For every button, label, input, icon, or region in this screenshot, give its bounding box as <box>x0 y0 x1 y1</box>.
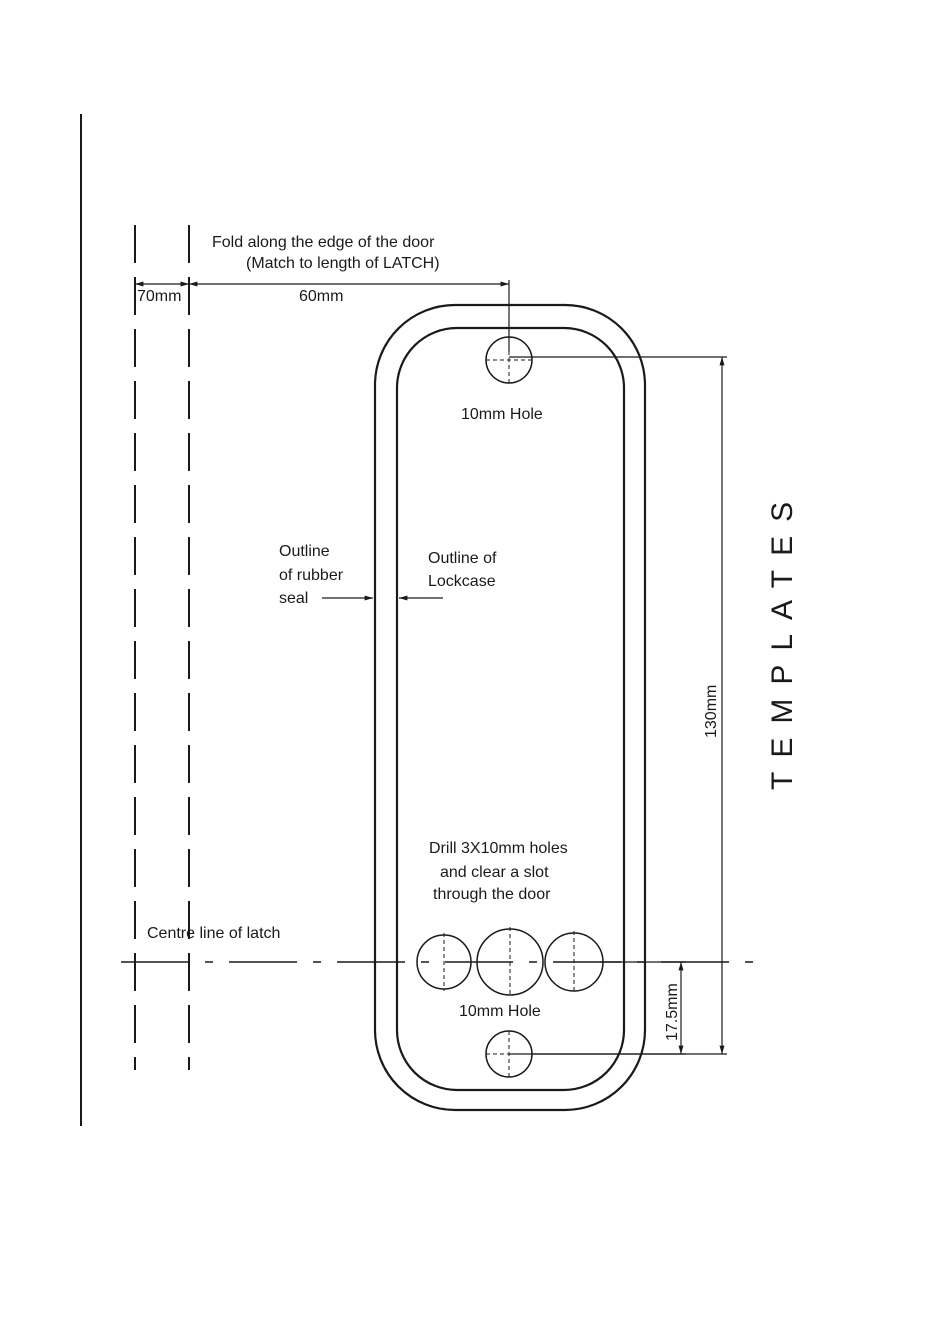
rubber-seal-label-1: Outline <box>279 543 330 560</box>
drill-instruction-2: and clear a slot <box>440 864 549 881</box>
fold-instruction-line1: Fold along the edge of the door <box>212 234 435 251</box>
lockcase-label-1: Outline of <box>428 550 497 567</box>
rubber-seal-label-3: seal <box>279 590 308 607</box>
lockcase-outline <box>397 328 624 1090</box>
dimension-130mm-label: 130mm <box>703 685 720 738</box>
centre-line-label: Centre line of latch <box>147 925 280 942</box>
templates-heading: TEMPLATES <box>766 488 799 790</box>
dimension-60mm-label: 60mm <box>299 288 343 305</box>
dimension-17-5mm-label: 17.5mm <box>664 983 681 1041</box>
bottom-hole-label: 10mm Hole <box>459 1003 541 1020</box>
drill-instruction-3: through the door <box>433 886 551 903</box>
dimension-70mm-label: 70mm <box>137 288 181 305</box>
lockcase-label-2: Lockcase <box>428 573 496 590</box>
fold-instruction-line2: (Match to length of LATCH) <box>246 255 440 272</box>
rubber-seal-outline <box>375 305 645 1110</box>
drill-instruction-1: Drill 3X10mm holes <box>429 840 568 857</box>
top-hole-label: 10mm Hole <box>461 406 543 423</box>
rubber-seal-label-2: of rubber <box>279 567 344 584</box>
